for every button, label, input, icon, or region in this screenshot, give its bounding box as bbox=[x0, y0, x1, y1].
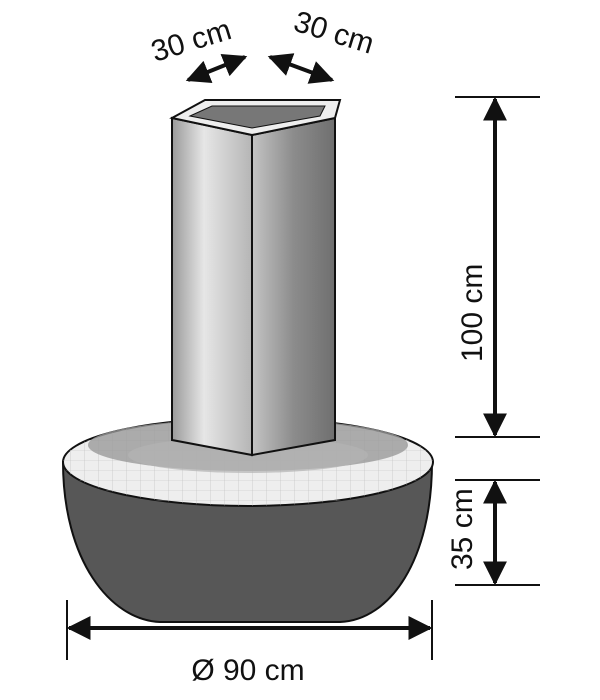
diameter-label: Ø 90 cm bbox=[191, 654, 304, 687]
width-right-arrow bbox=[267, 53, 335, 84]
diameter-dimension bbox=[66, 600, 433, 660]
width-left-label: 30 cm bbox=[147, 13, 235, 68]
column bbox=[169, 99, 342, 457]
width-left-arrow bbox=[185, 53, 248, 84]
width-right-label: 30 cm bbox=[290, 5, 378, 60]
bowl-height-dimension bbox=[455, 479, 540, 586]
column-height-dimension bbox=[455, 96, 540, 438]
column-height-label: 100 cm bbox=[456, 264, 489, 362]
bowl-height-label: 35 cm bbox=[446, 488, 479, 570]
